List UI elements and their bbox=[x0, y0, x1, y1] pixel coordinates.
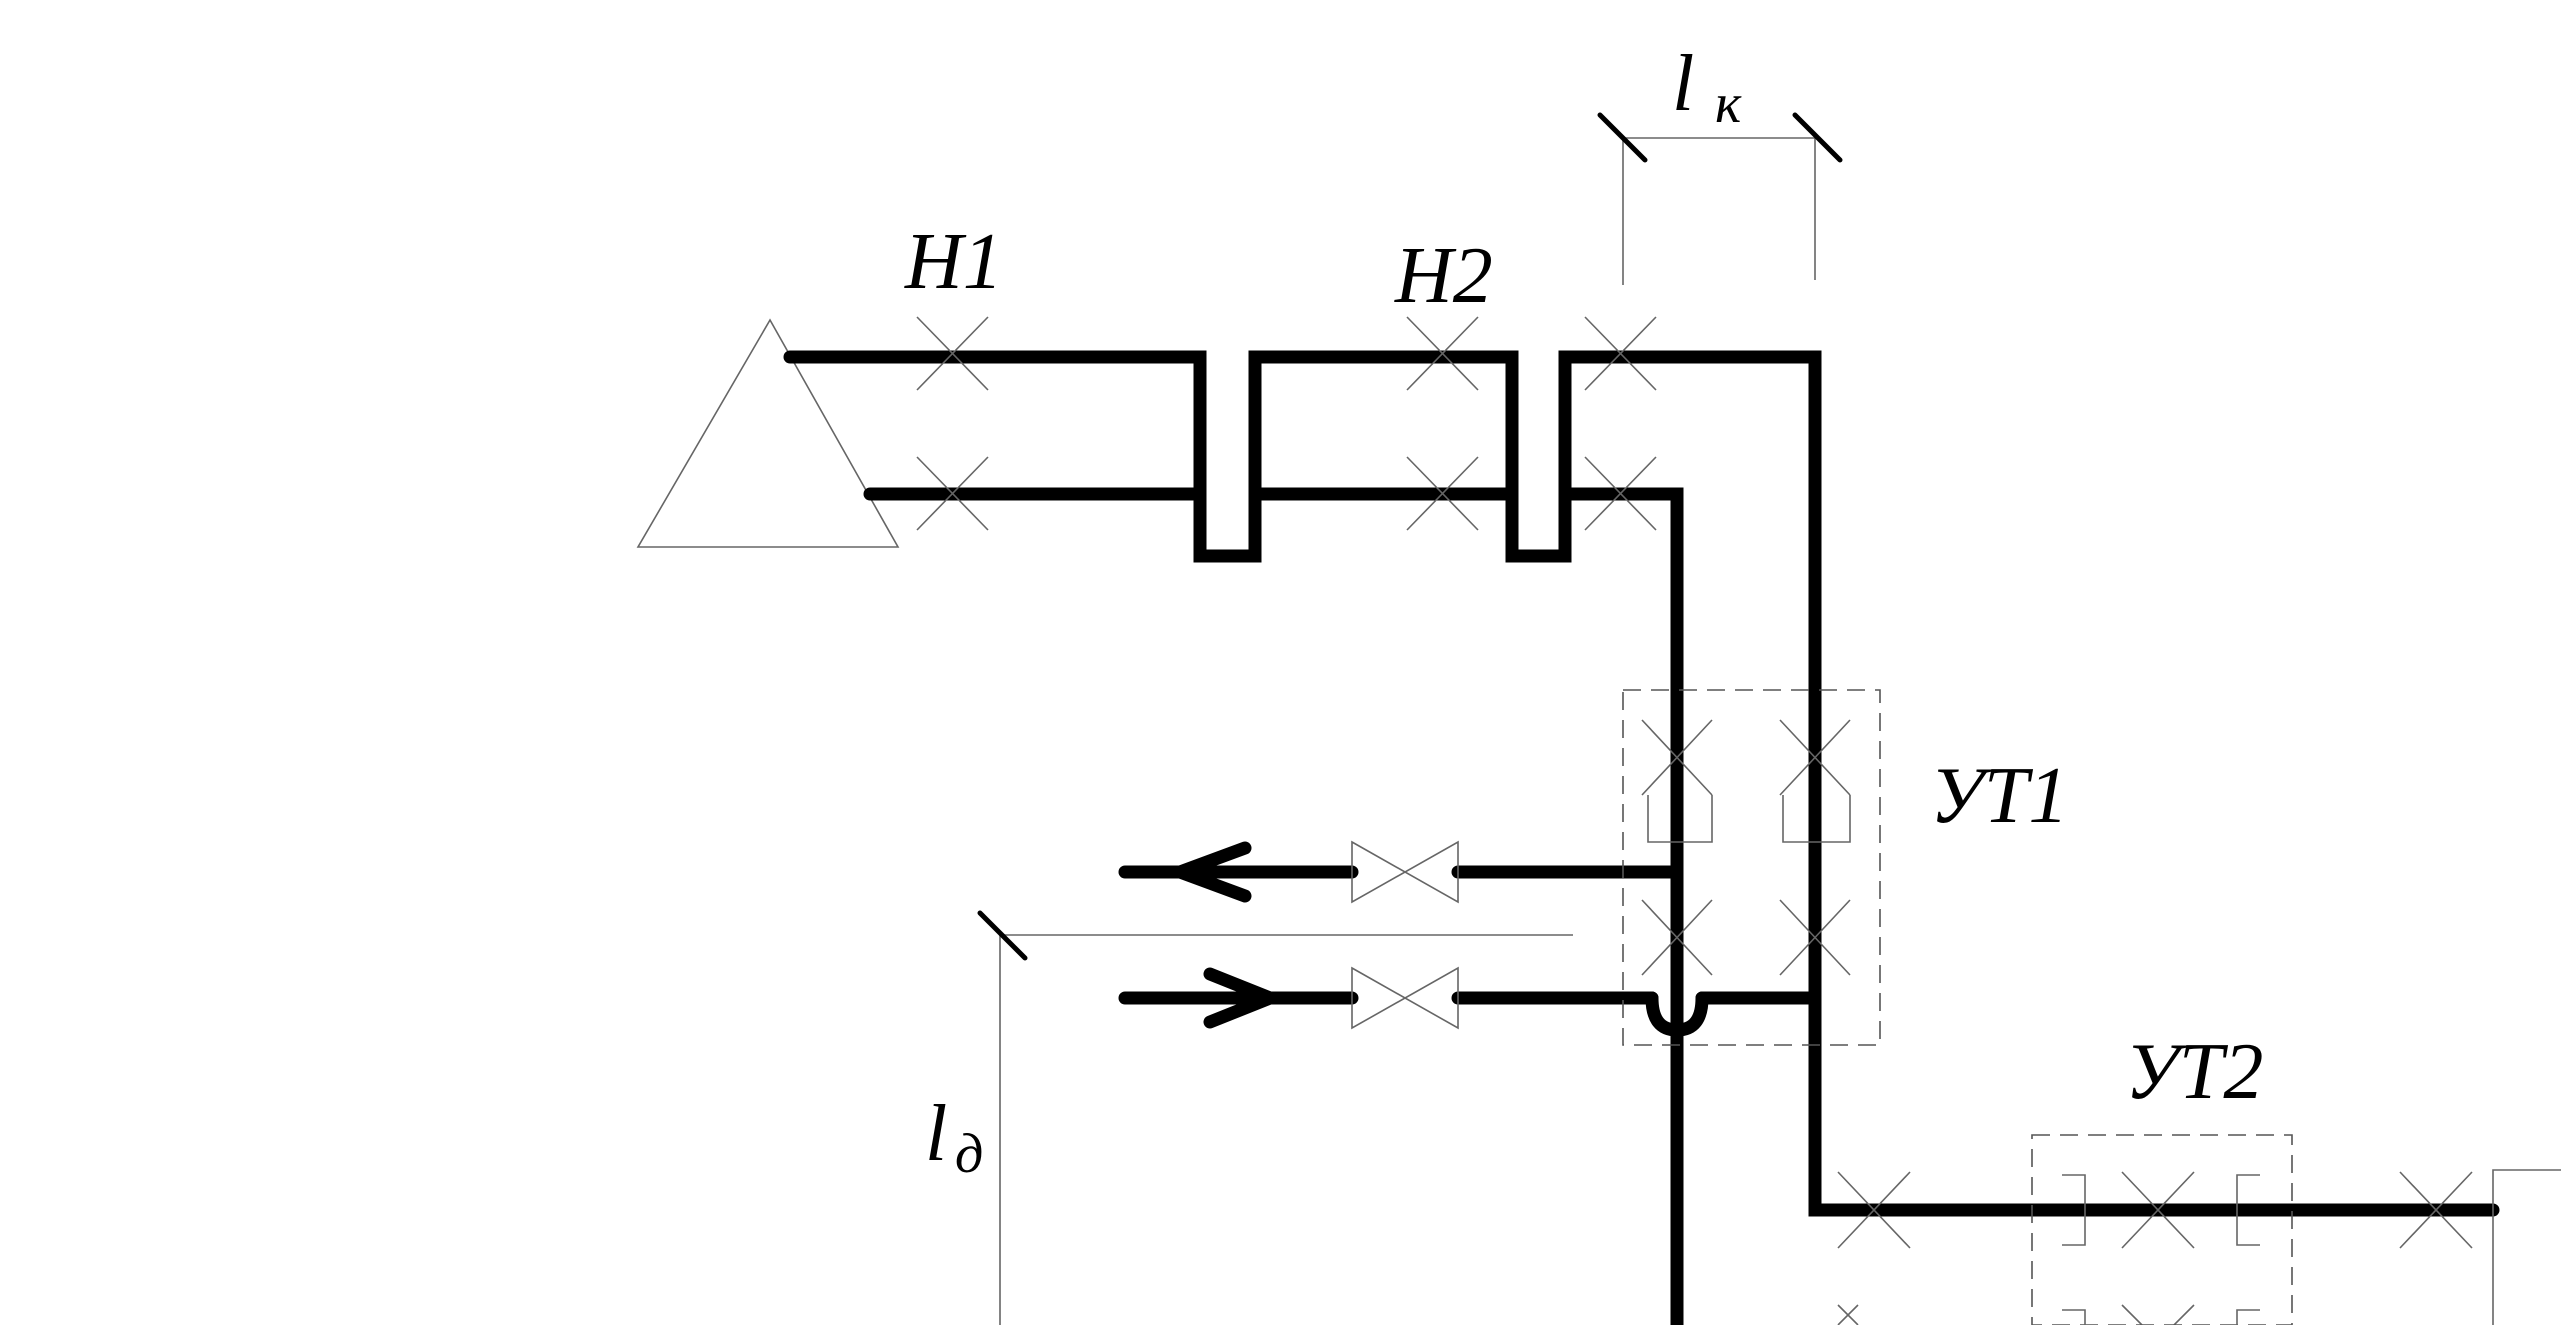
x-mark-icon bbox=[1779, 899, 1851, 976]
fixed-support-triangle-icon bbox=[636, 318, 900, 548]
chamber-label-ut2: УТ2 bbox=[2125, 1028, 2263, 1116]
x-mark-icon bbox=[1406, 316, 1479, 391]
x-mark-icon bbox=[2399, 1171, 2473, 1249]
x-mark-icon bbox=[1837, 1171, 1911, 1249]
valve-supply-bowtie-icon bbox=[1351, 966, 1459, 1030]
pipe-crossover-bridge bbox=[1645, 991, 1709, 1037]
node-label-h2: H2 bbox=[1394, 232, 1493, 320]
next-chamber-edge bbox=[2492, 1169, 2561, 1325]
x-mark-icon bbox=[1584, 456, 1657, 531]
valve-return-bowtie-icon bbox=[1351, 840, 1459, 904]
ut2-chamber-outline bbox=[2031, 1134, 2293, 1325]
x-mark-icon bbox=[916, 456, 989, 531]
ut1-brackets bbox=[1647, 795, 1851, 843]
x-mark-icon bbox=[1837, 1304, 1859, 1325]
chamber-label-ut1: УТ1 bbox=[1930, 752, 2068, 840]
ut2-brackets bbox=[2062, 1174, 2260, 1325]
ut1-chamber-outline bbox=[1622, 689, 1881, 1046]
x-mark-icon bbox=[1641, 899, 1713, 976]
x-mark-icon bbox=[1584, 316, 1657, 391]
svg-text:к: к bbox=[1715, 73, 1742, 135]
x-mark-icon bbox=[2121, 1171, 2195, 1249]
arrow-left-icon bbox=[1161, 841, 1252, 903]
dimension-label-ld: l д bbox=[925, 1090, 983, 1185]
x-mark-icon bbox=[1641, 719, 1713, 796]
x-mark-icon bbox=[1779, 719, 1851, 796]
arrow-right-icon bbox=[1203, 967, 1288, 1029]
svg-text:д: д bbox=[955, 1123, 983, 1185]
x-mark-icon bbox=[2121, 1304, 2195, 1325]
supply-pipe bbox=[783, 350, 2500, 1217]
return-pipe bbox=[863, 487, 1684, 1325]
node-label-h1: H1 bbox=[904, 218, 1003, 306]
dimension-lk bbox=[1597, 112, 1843, 285]
x-mark-icon bbox=[1406, 456, 1479, 531]
dimension-ld bbox=[977, 910, 1573, 1325]
svg-text:l: l bbox=[925, 1090, 947, 1178]
svg-text:l: l bbox=[1672, 40, 1694, 128]
dimension-label-lk: l к bbox=[1672, 40, 1742, 135]
x-mark-icon bbox=[916, 316, 989, 391]
cross-supports bbox=[916, 316, 2473, 1325]
